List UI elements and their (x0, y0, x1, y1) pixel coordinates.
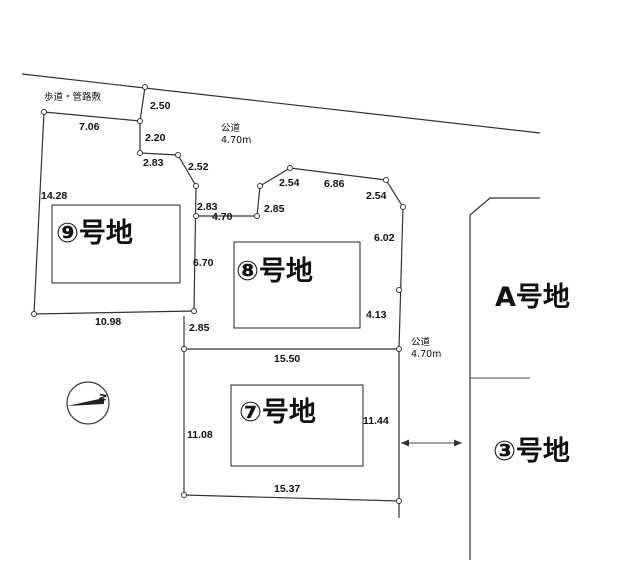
plot-9-building (51, 204, 181, 284)
dim-label: 6.86 (324, 178, 345, 190)
plot-7-bottom-boundary (183, 494, 400, 502)
dim-label: 11.08 (187, 429, 213, 441)
dim-label: 11.44 (363, 415, 389, 427)
road-east-width: 4.70m (411, 349, 441, 360)
sidewalk-boundary (139, 86, 146, 122)
dim-label: 6.02 (374, 232, 395, 244)
dim-label: 2.52 (188, 161, 209, 173)
dim-label: 2.83 (197, 201, 218, 213)
plot-8-building (233, 241, 361, 329)
arrow-head-right (454, 439, 462, 447)
dim-label: 15.37 (274, 483, 300, 495)
dim-label: 14.28 (41, 190, 67, 202)
plot-8-label: ⑧号地 (236, 256, 313, 287)
dim-label: 6.70 (193, 257, 214, 269)
dim-label: 15.50 (274, 353, 300, 365)
dim-label: 4.70 (212, 211, 233, 223)
dim-label: 10.98 (95, 316, 121, 328)
plot-7-building (230, 384, 364, 467)
north-label: N (99, 393, 110, 402)
plot-9-boundary (33, 111, 197, 315)
dim-label: 2.54 (279, 177, 300, 189)
road-north-name: 公道 (221, 122, 241, 134)
road-boundary-right (469, 197, 540, 560)
sidewalk-label: 歩道・管路敷 (44, 91, 102, 103)
dim-label: 2.85 (189, 322, 210, 334)
plot-3-label: ③号地 (493, 436, 570, 467)
dim-label: 2.50 (150, 100, 171, 112)
arrow-head-left (401, 439, 409, 447)
dim-label: 2.83 (143, 157, 164, 169)
dim-label: 2.54 (366, 190, 387, 202)
dim-label: 2.20 (145, 132, 166, 144)
dim-label: 7.06 (79, 121, 100, 133)
plot-a-label: A号地 (495, 282, 570, 313)
plot-7-label: ⑦号地 (239, 397, 316, 428)
dim-label: 2.85 (264, 203, 285, 215)
north-arrow: N (66, 381, 110, 425)
road-north-width: 4.70m (221, 135, 251, 146)
plot-9-label: ⑨号地 (56, 218, 133, 249)
road-boundary-upper (21, 73, 541, 134)
road-east-name: 公道 (411, 336, 431, 348)
dim-label: 4.13 (366, 309, 387, 321)
survey-points (31, 84, 406, 504)
